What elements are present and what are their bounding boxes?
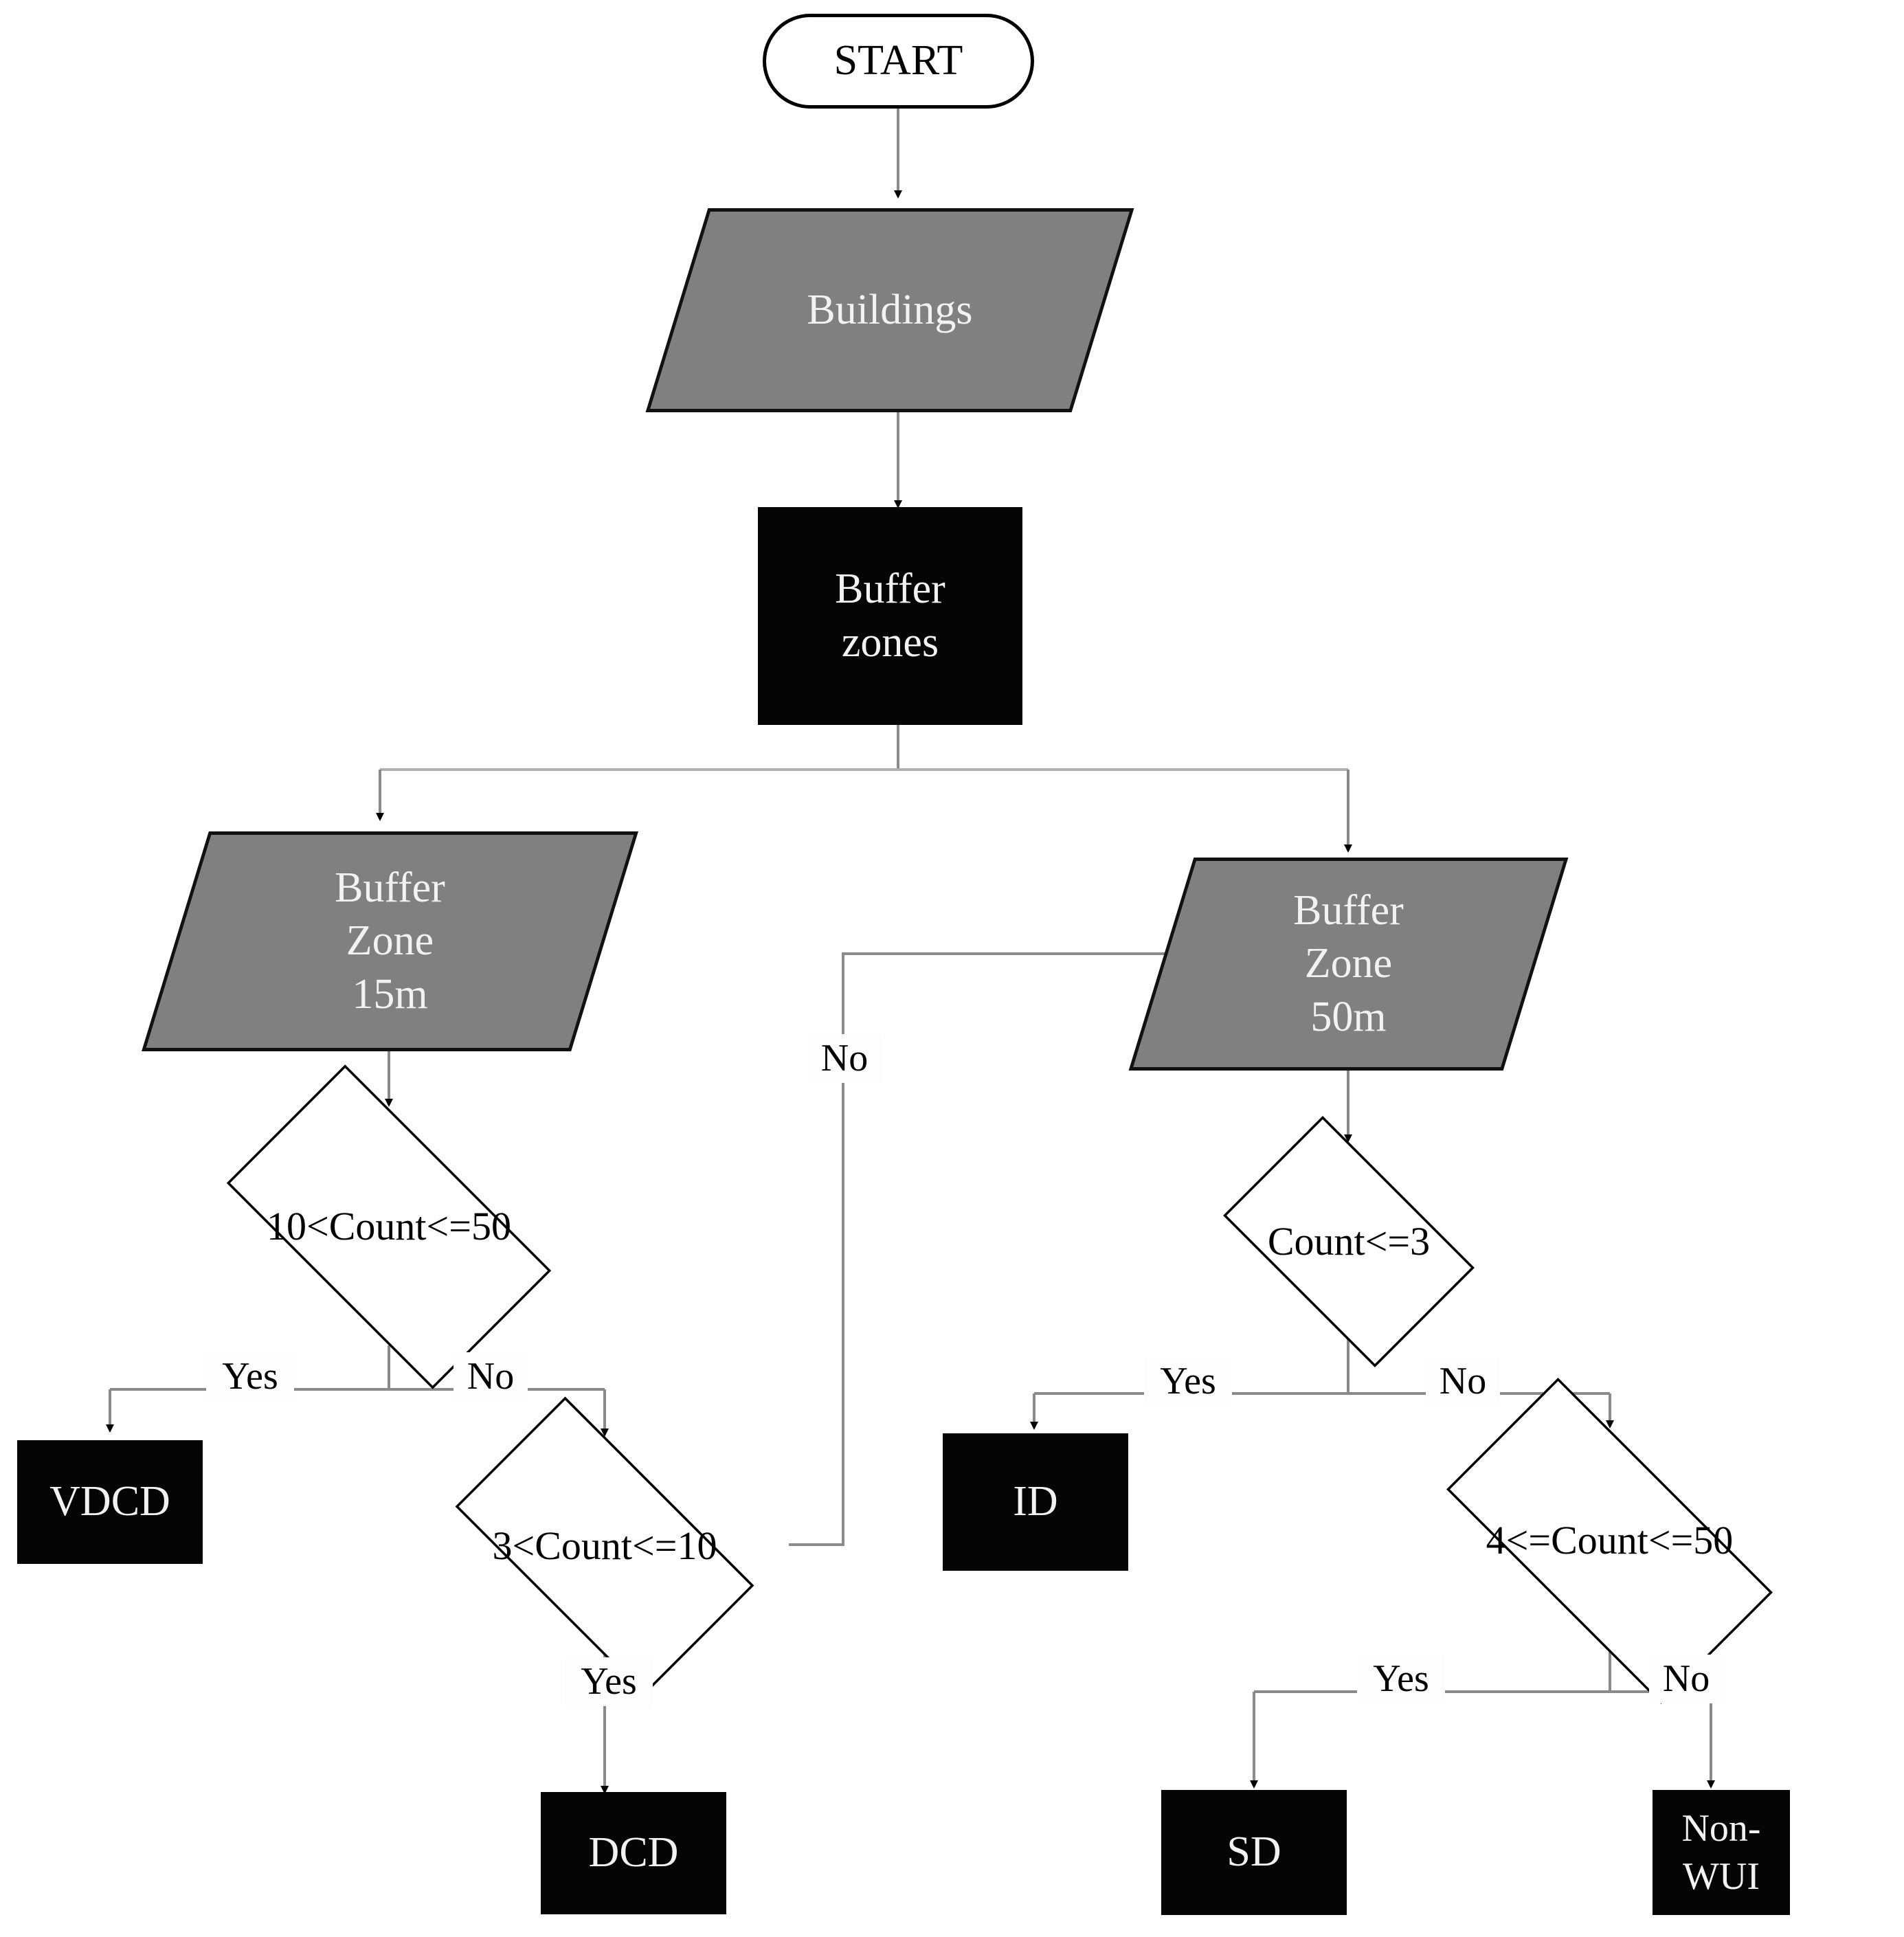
node-decision-10-lt-count-le-50-label: 10<Count<=50: [267, 1204, 511, 1249]
node-buffer-zones[interactable]: Buffer zones: [758, 507, 1022, 725]
node-id-label: ID: [1013, 1478, 1058, 1525]
node-non-wui-label: Non- WUI: [1681, 1807, 1761, 1898]
edge-label-no-10-50: No: [453, 1352, 528, 1401]
edge-label-no-3-10: No: [807, 1034, 882, 1083]
node-start-label: START: [833, 37, 963, 85]
node-id[interactable]: ID: [943, 1433, 1128, 1571]
node-buffer-zone-50m-label: Buffer Zone 50m: [1293, 886, 1404, 1040]
node-start[interactable]: START: [763, 14, 1034, 109]
edge-label-yes-10-50: Yes: [206, 1352, 294, 1401]
edge-label-yes-3-10: Yes: [565, 1657, 653, 1706]
edge-label-no-4-50: No: [1649, 1655, 1723, 1703]
node-buffer-zone-15m-label: Buffer Zone 15m: [335, 864, 445, 1018]
node-decision-3-lt-count-le-10[interactable]: 3<Count<=10: [416, 1396, 794, 1696]
edge-label-yes-le3: Yes: [1144, 1357, 1232, 1406]
node-buffer-zones-label: Buffer zones: [835, 566, 945, 666]
edge-label-yes-4-50: Yes: [1357, 1655, 1445, 1703]
node-buffer-zone-50m[interactable]: Buffer Zone 50m: [1128, 858, 1569, 1071]
node-buildings[interactable]: Buildings: [645, 208, 1134, 412]
node-decision-3-lt-count-le-10-label: 3<Count<=10: [492, 1523, 717, 1568]
node-decision-10-lt-count-le-50[interactable]: 10<Count<=50: [183, 1064, 595, 1389]
node-sd-label: SD: [1227, 1828, 1281, 1876]
node-non-wui[interactable]: Non- WUI: [1653, 1790, 1790, 1915]
node-buildings-label: Buildings: [807, 286, 973, 333]
node-vdcd-label: VDCD: [49, 1478, 170, 1525]
node-decision-4-le-count-le-50[interactable]: 4<=Count<=50: [1395, 1378, 1824, 1704]
edge-label-no-le3: No: [1426, 1357, 1500, 1406]
node-vdcd[interactable]: VDCD: [17, 1440, 203, 1564]
node-dcd[interactable]: DCD: [541, 1792, 726, 1914]
node-buffer-zone-15m[interactable]: Buffer Zone 15m: [142, 831, 638, 1051]
node-decision-count-le-3-label: Count<=3: [1267, 1218, 1431, 1264]
node-decision-count-le-3[interactable]: Count<=3: [1197, 1116, 1501, 1367]
node-sd[interactable]: SD: [1161, 1790, 1347, 1915]
node-decision-4-le-count-le-50-label: 4<=Count<=50: [1486, 1518, 1734, 1563]
node-dcd-label: DCD: [588, 1829, 679, 1877]
